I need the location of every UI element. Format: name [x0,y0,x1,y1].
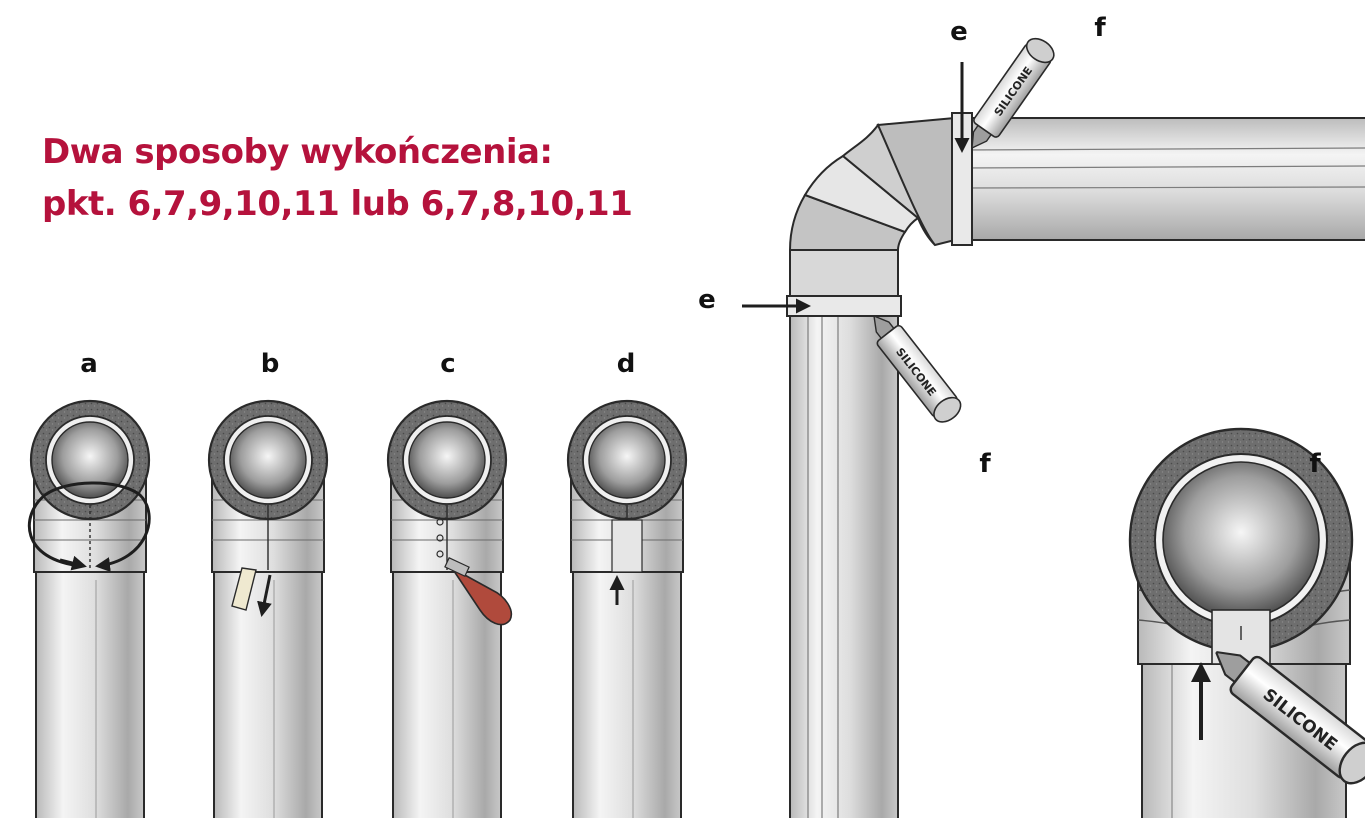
step-label-e-top: e [950,17,968,47]
step-label-f-top: f [1094,13,1106,43]
step-label-b: b [260,349,280,379]
step-label-a: a [80,349,98,379]
heading-line-1: Dwa sposoby wykończenia: [42,132,553,172]
pipe-d [566,399,688,818]
hand-stapler-icon [436,518,512,626]
step-label-e-left: e [698,285,716,315]
pipe-c [386,399,508,818]
rotate-arrows-icon [27,481,151,573]
pipe-a [29,399,151,818]
small-pipes-group [27,399,688,818]
tape-strip-icon [231,567,272,617]
step-label-d: d [616,349,636,379]
step-label-c: c [440,349,456,379]
elbow-pipe [742,62,1365,818]
step-label-f-middle: f [979,449,991,479]
heading-line-2: pkt. 6,7,9,10,11 lub 6,7,8,10,11 [42,184,633,224]
step-label-f-right: f [1309,449,1321,479]
pipe-b [207,399,329,818]
seam-arrow-icon [609,519,643,605]
